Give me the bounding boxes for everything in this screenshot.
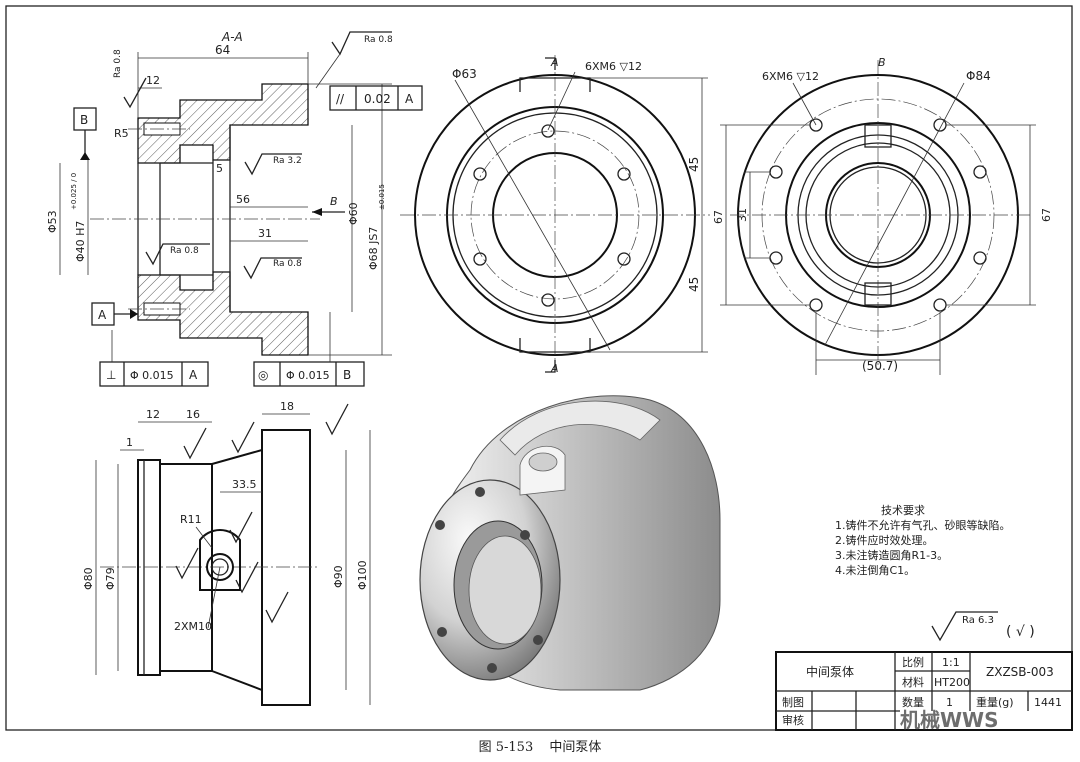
svg-text:数量: 数量 [902,696,924,709]
svg-text:R5: R5 [114,127,129,140]
svg-text:31: 31 [736,208,749,222]
side-view: 12 16 18 1 33.5 R11 Φ80 Φ79 Φ90 Φ100 2XM… [82,400,371,706]
svg-text:Φ60: Φ60 [347,202,360,225]
svg-text:56: 56 [236,193,250,206]
note-item: 2.铸件应时效处理。 [835,534,934,547]
svg-text:审核: 审核 [782,713,804,727]
svg-text:1:1: 1:1 [942,656,960,669]
svg-text:Ra 0.8: Ra 0.8 [364,35,393,45]
roughness-symbol-1: Ra 0.8 [113,49,147,109]
svg-text:Φ84: Φ84 [966,69,991,83]
svg-text:HT200: HT200 [934,676,970,689]
svg-text:B: B [878,56,886,69]
svg-text:Φ90: Φ90 [332,565,345,588]
svg-text:⊥: ⊥ [106,368,116,382]
svg-text:Φ100: Φ100 [356,560,369,590]
drawing-frame [5,5,1073,731]
svg-text:A: A [189,368,198,382]
svg-text:5: 5 [216,162,223,175]
svg-text:A: A [550,362,559,375]
svg-text:A: A [98,308,107,322]
svg-text:64: 64 [215,43,230,57]
svg-text:Φ79: Φ79 [104,567,117,590]
roughness-symbol-3: Ra 3.2 [244,153,302,176]
svg-text:中间泵体: 中间泵体 [806,664,854,679]
svg-text:12: 12 [146,408,160,421]
view-b: B 6XM6 ▽12 Φ84 67 [712,56,1053,375]
svg-text:12: 12 [146,74,160,87]
svg-text:1: 1 [946,696,953,709]
svg-text:◎: ◎ [258,368,268,382]
svg-text:A: A [550,56,559,69]
svg-text:制图: 制图 [782,696,804,709]
svg-text:B: B [330,195,338,208]
svg-text:Ra 3.2: Ra 3.2 [273,156,302,166]
tolerance-frame-perpendicular: ⊥ Φ 0.015 A [99,330,209,387]
svg-text:Φ 0.015: Φ 0.015 [286,369,330,382]
svg-text:±0.015: ±0.015 [378,184,386,210]
part-3d-render [419,395,721,691]
svg-text:6XM6 ▽12: 6XM6 ▽12 [585,60,642,73]
svg-text:6XM6 ▽12: 6XM6 ▽12 [762,70,819,83]
svg-text:45: 45 [687,277,701,292]
svg-text:Φ80: Φ80 [82,567,95,590]
svg-text:Ra 0.8: Ra 0.8 [170,246,199,256]
title-block: 中间泵体 比例 1:1 ZXZSB-003 材料 HT200 制图 审核 数量 … [775,651,1073,731]
roughness-symbol-2: Ra 0.8 [315,31,393,89]
svg-text:材料: 材料 [902,675,924,689]
svg-text:+0.025 / 0: +0.025 / 0 [70,173,78,210]
section-lower-half [137,271,309,356]
svg-text:R11: R11 [180,513,202,526]
svg-text:Φ 0.015: Φ 0.015 [130,369,174,382]
svg-text:Ra 0.8: Ra 0.8 [273,259,302,269]
note-item: 1.铸件不允许有气孔、砂眼等缺陷。 [835,519,1011,532]
svg-text:( √ ): ( √ ) [1006,624,1035,640]
svg-text:33.5: 33.5 [232,478,257,491]
tolerance-frame-parallel: // 0.02 A [329,85,423,111]
section-label: A-A [221,30,243,44]
note-item: 3.未注铸造圆角R1-3。 [835,549,949,562]
svg-text:B: B [343,368,351,382]
svg-text:67: 67 [1040,208,1053,222]
svg-text:Ra 6.3: Ra 6.3 [962,615,994,626]
figure-number: 图 5-153 [478,740,534,755]
figure-title: 中间泵体 [549,740,602,755]
svg-text:Ra 0.8: Ra 0.8 [113,49,123,78]
svg-text:1: 1 [126,436,133,449]
svg-text:Φ40 H7: Φ40 H7 [74,221,87,262]
general-roughness: Ra 6.3 ( √ ) [931,611,1035,642]
svg-text:0.02: 0.02 [364,92,391,106]
front-bolt-holes [473,124,631,307]
roughness-symbol-4: Ra 0.8 [145,243,210,266]
figure-caption: 图 5-153 中间泵体 [0,736,1080,755]
technical-requirements: 技术要求 1.铸件不允许有气孔、砂眼等缺陷。 2.铸件应时效处理。 3.未注铸造… [835,503,1011,578]
svg-text:18: 18 [280,400,294,413]
svg-text:Φ63: Φ63 [452,67,477,81]
tolerance-frame-concentric: ◎ Φ 0.015 B [253,312,365,387]
svg-text:31: 31 [258,227,272,240]
front-view: Φ63 6XM6 ▽12 45 45 A A [400,55,710,375]
svg-text:Φ68 JS7: Φ68 JS7 [367,227,380,270]
svg-text:A: A [405,92,414,106]
svg-text:(50.7): (50.7) [862,359,898,373]
svg-text:比例: 比例 [902,655,924,669]
note-item: 4.未注倒角C1。 [835,564,916,577]
notes-title: 技术要求 [881,504,925,517]
svg-text:2XM10: 2XM10 [174,620,212,633]
svg-text:1441: 1441 [1034,696,1062,709]
svg-text://: // [336,92,345,106]
svg-text:B: B [80,113,88,127]
svg-text:45: 45 [687,157,701,172]
svg-text:重量(g): 重量(g) [976,695,1014,709]
section-view-aa: A-A 64 12 R5 5 56 31 Φ53 Φ40 H7 [46,30,423,387]
svg-text:67: 67 [712,210,725,224]
svg-text:Φ53: Φ53 [46,210,59,233]
watermark: 机械WWS [900,708,999,732]
svg-text:ZXZSB-003: ZXZSB-003 [986,665,1054,679]
roughness-symbol-5: Ra 0.8 [243,257,302,280]
svg-text:16: 16 [186,408,200,421]
